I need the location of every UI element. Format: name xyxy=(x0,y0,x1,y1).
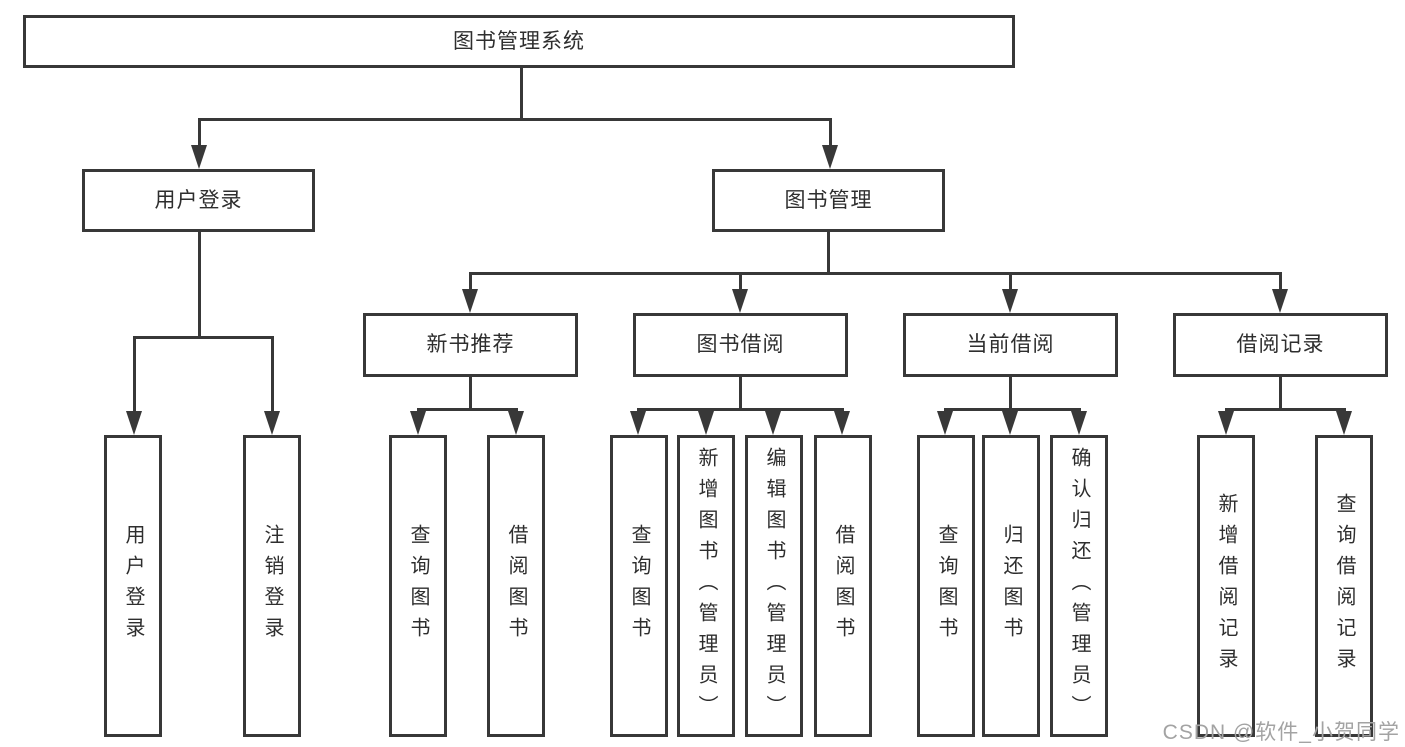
connector-drop-book-mgmt-3 xyxy=(1278,272,1282,293)
arrowhead-user-login-0 xyxy=(126,411,142,435)
connector-bus-book-mgmt xyxy=(468,272,1282,275)
node-label-borrow-record: 借阅记录 xyxy=(1236,333,1325,357)
node-user-login: 用户登录 xyxy=(82,169,315,232)
arrowhead-current-borrow-1 xyxy=(1002,411,1018,435)
connector-stem-borrow-record xyxy=(1278,377,1282,411)
node-label-book-mgmt: 图书管理 xyxy=(784,188,873,212)
node-leaf-return-book: 归还图书 xyxy=(982,435,1040,737)
node-leaf-query-book-recommend: 查询图书 xyxy=(389,435,447,737)
node-label-leaf-return-book: 归还图书 xyxy=(1000,524,1022,648)
node-leaf-edit-book-admin: 编辑图书（管理员） xyxy=(745,435,803,737)
node-new-book-recommend: 新书推荐 xyxy=(363,313,578,377)
connector-stem-user-login xyxy=(197,232,201,339)
node-leaf-confirm-return-admin: 确认归还（管理员） xyxy=(1050,435,1108,737)
node-label-book-borrow: 图书借阅 xyxy=(696,333,785,357)
node-label-leaf-borrow-book-recommend: 借阅图书 xyxy=(505,524,527,648)
node-current-borrow: 当前借阅 xyxy=(903,313,1118,377)
arrowhead-borrow-record-0 xyxy=(1218,411,1234,435)
node-label-leaf-query-book-borrow: 查询图书 xyxy=(628,524,650,648)
node-label-leaf-query-book-current: 查询图书 xyxy=(935,524,957,648)
node-leaf-borrow-book: 借阅图书 xyxy=(814,435,872,737)
connector-stem-book-mgmt xyxy=(826,232,830,275)
node-label-leaf-query-book-recommend: 查询图书 xyxy=(407,524,429,648)
connector-drop-root-0 xyxy=(197,118,201,149)
node-borrow-record: 借阅记录 xyxy=(1173,313,1388,377)
connector-bus-root xyxy=(197,118,832,121)
node-label-leaf-confirm-return-admin: 确认归还（管理员） xyxy=(1068,446,1090,726)
csdn-watermark: CSDN @软件_小贺同学 xyxy=(1162,721,1400,744)
node-label-current-borrow: 当前借阅 xyxy=(966,333,1055,357)
node-leaf-query-book-borrow: 查询图书 xyxy=(610,435,668,737)
node-label-leaf-logout: 注销登录 xyxy=(261,524,283,648)
arrowhead-book-mgmt-0 xyxy=(462,289,478,313)
connector-drop-book-mgmt-0 xyxy=(468,272,472,293)
arrowhead-book-mgmt-1 xyxy=(732,289,748,313)
node-label-user-login: 用户登录 xyxy=(154,188,243,212)
connector-drop-book-mgmt-2 xyxy=(1008,272,1012,293)
arrowhead-current-borrow-0 xyxy=(937,411,953,435)
node-leaf-logout: 注销登录 xyxy=(243,435,301,737)
arrowhead-root-0 xyxy=(191,145,207,169)
node-label-leaf-edit-book-admin: 编辑图书（管理员） xyxy=(763,446,785,726)
arrowhead-book-mgmt-3 xyxy=(1272,289,1288,313)
node-root: 图书管理系统 xyxy=(23,15,1015,68)
connector-drop-user-login-1 xyxy=(270,336,274,415)
connector-bus-user-login xyxy=(132,336,274,339)
connector-stem-new-book-recommend xyxy=(468,377,472,411)
connector-drop-book-mgmt-1 xyxy=(738,272,742,293)
node-book-mgmt: 图书管理 xyxy=(712,169,945,232)
connector-drop-user-login-0 xyxy=(132,336,136,415)
arrowhead-new-book-recommend-1 xyxy=(508,411,524,435)
node-label-leaf-add-book-admin: 新增图书（管理员） xyxy=(695,446,717,726)
arrowhead-root-1 xyxy=(822,145,838,169)
connector-drop-root-1 xyxy=(828,118,832,149)
node-label-leaf-add-borrow-record: 新增借阅记录 xyxy=(1215,493,1237,679)
node-leaf-add-book-admin: 新增图书（管理员） xyxy=(677,435,735,737)
connector-bus-borrow-record xyxy=(1224,408,1346,411)
node-book-borrow: 图书借阅 xyxy=(633,313,848,377)
arrowhead-new-book-recommend-0 xyxy=(410,411,426,435)
connector-bus-book-borrow xyxy=(636,408,844,411)
connector-stem-current-borrow xyxy=(1008,377,1012,411)
arrowhead-borrow-record-1 xyxy=(1336,411,1352,435)
connector-bus-new-book-recommend xyxy=(416,408,518,411)
node-leaf-query-book-current: 查询图书 xyxy=(917,435,975,737)
arrowhead-book-borrow-2 xyxy=(765,411,781,435)
node-label-root: 图书管理系统 xyxy=(453,29,585,53)
connector-bus-current-borrow xyxy=(943,408,1081,411)
connector-stem-root xyxy=(519,68,523,121)
arrowhead-book-mgmt-2 xyxy=(1002,289,1018,313)
node-leaf-user-login: 用户登录 xyxy=(104,435,162,737)
node-leaf-borrow-book-recommend: 借阅图书 xyxy=(487,435,545,737)
arrowhead-book-borrow-3 xyxy=(834,411,850,435)
arrowhead-current-borrow-2 xyxy=(1071,411,1087,435)
node-label-leaf-query-borrow-record: 查询借阅记录 xyxy=(1333,493,1355,679)
arrowhead-book-borrow-0 xyxy=(630,411,646,435)
arrowhead-book-borrow-1 xyxy=(698,411,714,435)
node-label-leaf-user-login: 用户登录 xyxy=(122,524,144,648)
node-label-leaf-borrow-book: 借阅图书 xyxy=(832,524,854,648)
node-leaf-add-borrow-record: 新增借阅记录 xyxy=(1197,435,1255,737)
node-label-new-book-recommend: 新书推荐 xyxy=(426,333,515,357)
arrowhead-user-login-1 xyxy=(264,411,280,435)
connector-stem-book-borrow xyxy=(738,377,742,411)
node-leaf-query-borrow-record: 查询借阅记录 xyxy=(1315,435,1373,737)
